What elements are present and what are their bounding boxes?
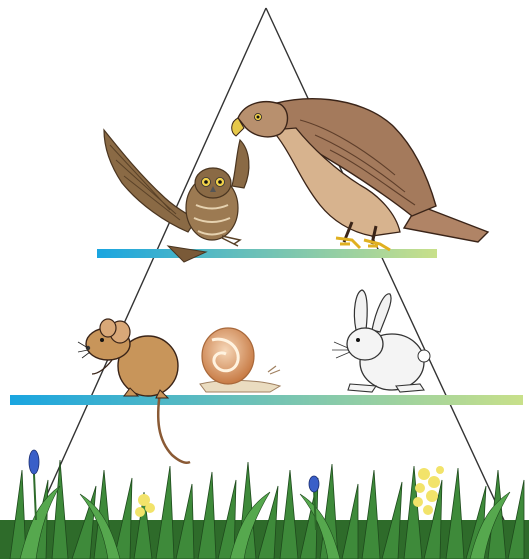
- grass-icon: [0, 460, 529, 559]
- level-divider-top: [97, 249, 437, 258]
- level-divider-middle: [10, 395, 523, 405]
- owl-icon: [104, 130, 249, 262]
- mouse-icon: [78, 319, 190, 463]
- pyramid-outline: [18, 8, 522, 559]
- snail-icon: [200, 328, 280, 392]
- hawk-icon: [232, 99, 488, 250]
- rabbit-icon: [332, 290, 430, 392]
